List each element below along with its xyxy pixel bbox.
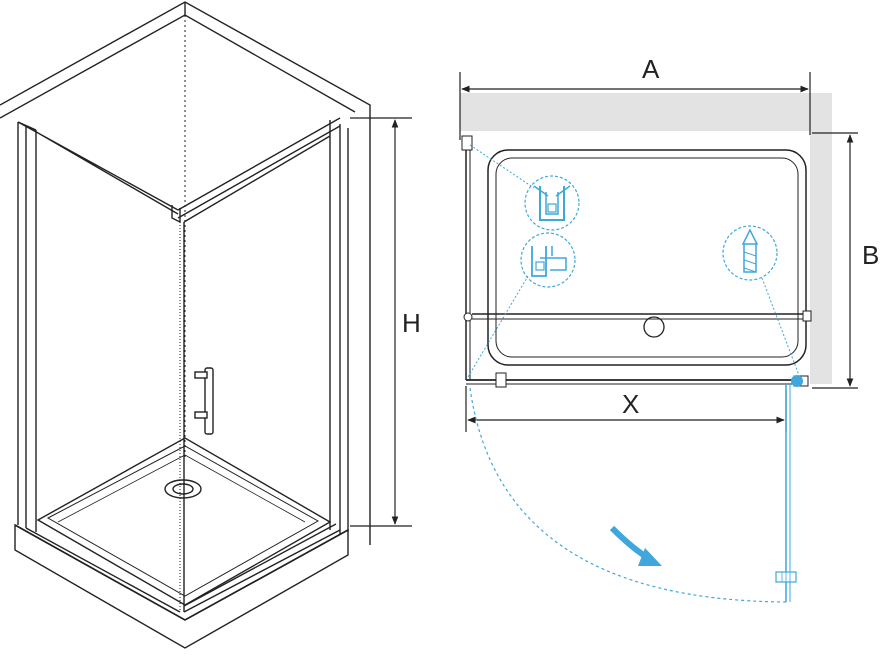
door-handle-icon [194,367,214,435]
door-swing-arc [469,387,787,603]
wall-shading [460,93,832,384]
perspective-view [0,1,371,649]
height-dimension [350,117,412,527]
label-h: H [402,308,421,338]
rotation-arrow-icon [609,525,662,566]
wall-anchor-icon [722,225,801,379]
label-a: A [642,54,660,84]
right-wall-profile [329,120,349,534]
label-b: B [862,240,879,270]
open-door [469,375,803,603]
drain-icon [164,479,202,499]
fixed-panel-top [461,135,812,388]
label-x: X [622,389,639,419]
left-glass-panel [17,122,37,532]
shower-tray [14,523,349,649]
depth-dimension [812,132,858,389]
drain-top-icon [643,316,665,338]
width-dimension [459,72,811,140]
wall-profile-icon [469,144,580,231]
tray-top-view [487,149,807,366]
back-wall-outline [0,1,371,545]
magnetic-seal-icon [467,232,576,378]
